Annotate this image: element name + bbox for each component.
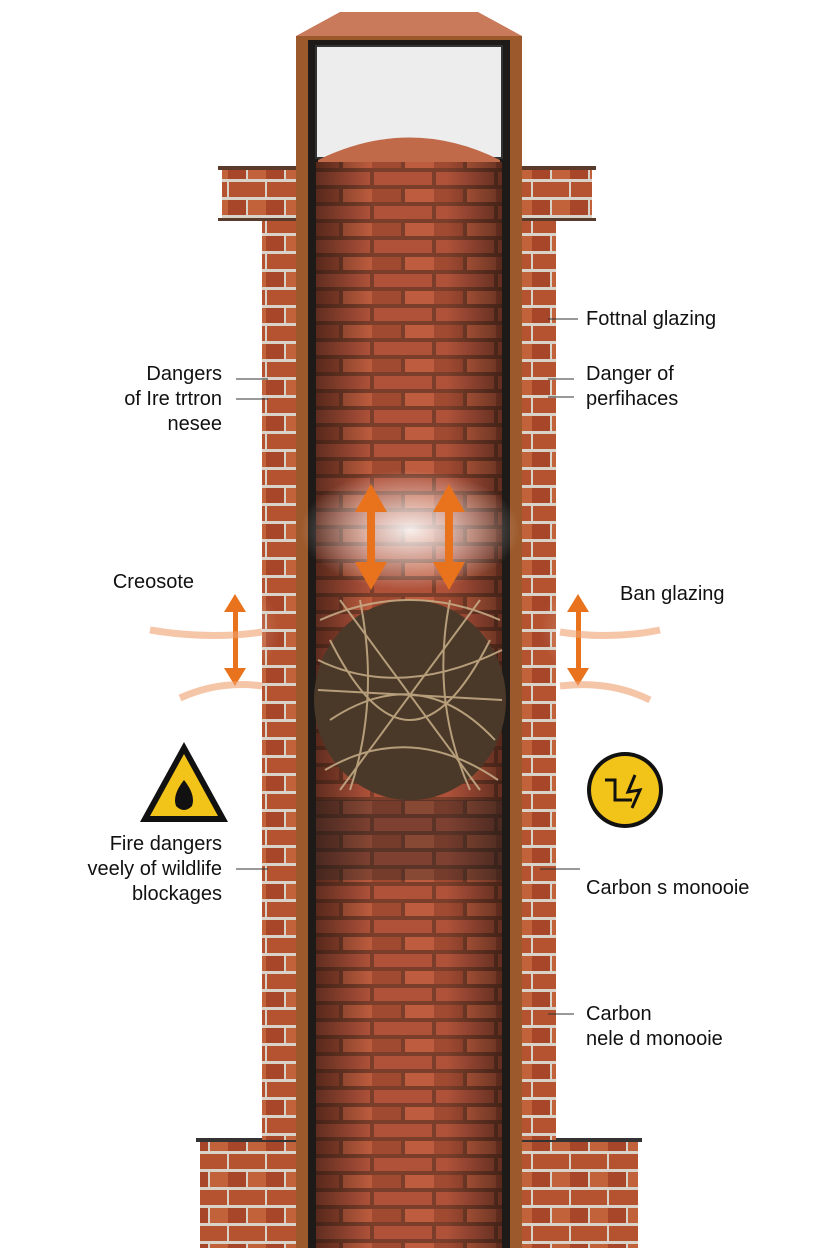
smoke [120, 570, 280, 690]
label-text: Creosote [112, 571, 194, 593]
label-text: Ban glazing [620, 583, 725, 605]
double-arrow-icon [567, 594, 589, 686]
label-text: nele d monooie [586, 1028, 723, 1050]
leader-lines [236, 318, 580, 1015]
label-text: nesee [167, 413, 223, 435]
label-danger-right: Danger of perfihaces [586, 362, 678, 412]
label-text: Carbon s monooie [586, 877, 750, 899]
double-arrow-icon [433, 484, 465, 590]
label-creosote: Creosote [113, 570, 194, 595]
label-text: Fottnal glazing [586, 308, 717, 330]
label-text: perfihaces [586, 388, 679, 410]
smoke [300, 470, 520, 590]
label-dangers-left: Dangers of Ire trtron nesee [124, 362, 222, 437]
label-text: veely of wildlife [87, 858, 222, 880]
label-carbon-monoxide-2: Carbon nele d monooie [586, 1002, 723, 1052]
double-arrow-icon [224, 594, 246, 686]
electric-hazard-circle-icon [587, 752, 663, 828]
label-fire-dangers: Fire dangers veely of wildlife blockages [87, 832, 222, 907]
chimney-cap [296, 12, 522, 170]
label-text: Fire dangers [109, 833, 222, 855]
draft-arrows [149, 626, 661, 704]
airflow-arrows [224, 484, 589, 686]
bird-nest-blockage [314, 599, 506, 800]
label-text: Dangers [146, 363, 222, 385]
label-text: of Ire trtron [124, 388, 222, 410]
label-carbon-monoxide-1: Carbon s monooie [586, 876, 749, 901]
label-fottnal-glazing: Fottnal glazing [586, 307, 716, 332]
label-text: blockages [131, 883, 222, 905]
double-arrow-icon [355, 484, 387, 590]
fire-warning-triangle-icon [140, 742, 228, 822]
label-text: Danger of [586, 363, 674, 385]
label-ban-glazing: Ban glazing [620, 582, 725, 607]
label-text: Carbon [586, 1003, 652, 1025]
